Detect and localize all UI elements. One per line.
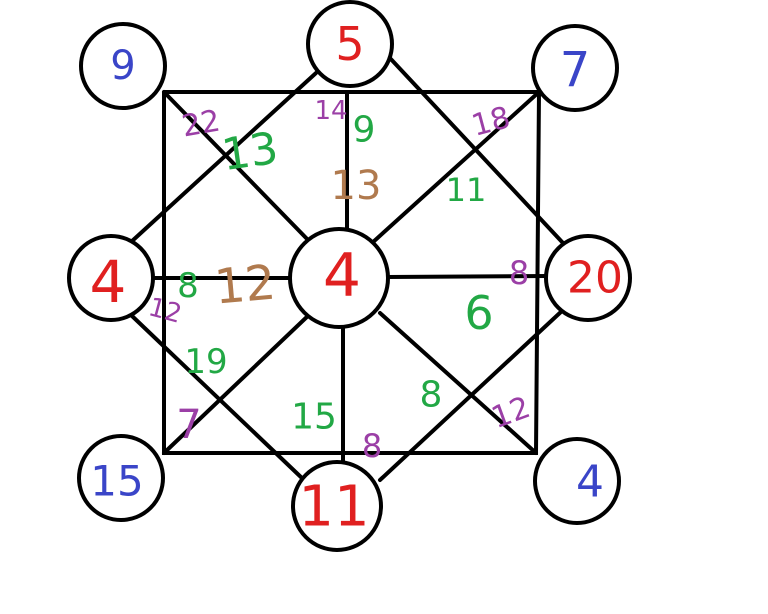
edge-labels: 22 13 14 9 18 13 11 8 12 8 12 6 19 7 15 … <box>145 96 535 465</box>
node-circle-bottom <box>291 460 383 552</box>
node-circle-left <box>67 234 155 322</box>
node-circle-bottom-right <box>533 437 621 525</box>
edge <box>129 71 318 244</box>
edge <box>378 308 565 482</box>
node-label-top-right: 7 <box>560 42 591 98</box>
edge-label: 13 <box>331 163 382 209</box>
edge-label: 18 <box>468 100 514 144</box>
edge-label: 6 <box>464 286 493 340</box>
edge <box>162 90 313 245</box>
node-label-top-left: 9 <box>110 43 135 89</box>
node-circle-top <box>306 0 394 88</box>
node-label-top: 5 <box>335 17 364 71</box>
node-circle-center <box>288 227 390 329</box>
node-circle-top-right <box>531 24 619 112</box>
edge-label: 13 <box>219 123 282 181</box>
edge-label: 22 <box>179 103 223 144</box>
edge-label: 12 <box>487 390 535 436</box>
node-label-bottom-right: 4 <box>576 457 604 508</box>
node-label-left: 4 <box>90 248 127 316</box>
edge-label: 8 <box>420 375 443 416</box>
edges <box>129 54 565 482</box>
edge-label: 15 <box>291 397 337 438</box>
edge-label: 7 <box>176 402 201 448</box>
node-label-bottom-left: 15 <box>90 457 143 506</box>
edge-label: 14 <box>314 96 347 126</box>
edge-label: 12 <box>212 254 278 315</box>
edge <box>378 311 538 455</box>
edge-label: 19 <box>184 342 227 382</box>
node-circle-right <box>544 234 632 322</box>
node-label-bottom: 11 <box>298 475 369 540</box>
node-label-right: 20 <box>567 253 623 304</box>
edge-label: 8 <box>177 266 199 306</box>
edge <box>386 54 565 245</box>
edge <box>370 90 541 245</box>
edge-label: 8 <box>362 427 382 465</box>
edge <box>129 313 306 482</box>
nodes <box>67 0 632 552</box>
edge <box>385 274 550 279</box>
node-labels: 9 5 7 4 4 20 15 11 4 <box>90 17 623 540</box>
edge-label: 11 <box>446 171 487 209</box>
node-circle-bottom-left <box>77 434 165 522</box>
edge-label: 8 <box>509 254 529 292</box>
edge-label: 9 <box>353 110 376 151</box>
node-circle-top-left <box>79 22 167 110</box>
node-label-center: 4 <box>323 241 361 311</box>
edge <box>162 311 313 455</box>
